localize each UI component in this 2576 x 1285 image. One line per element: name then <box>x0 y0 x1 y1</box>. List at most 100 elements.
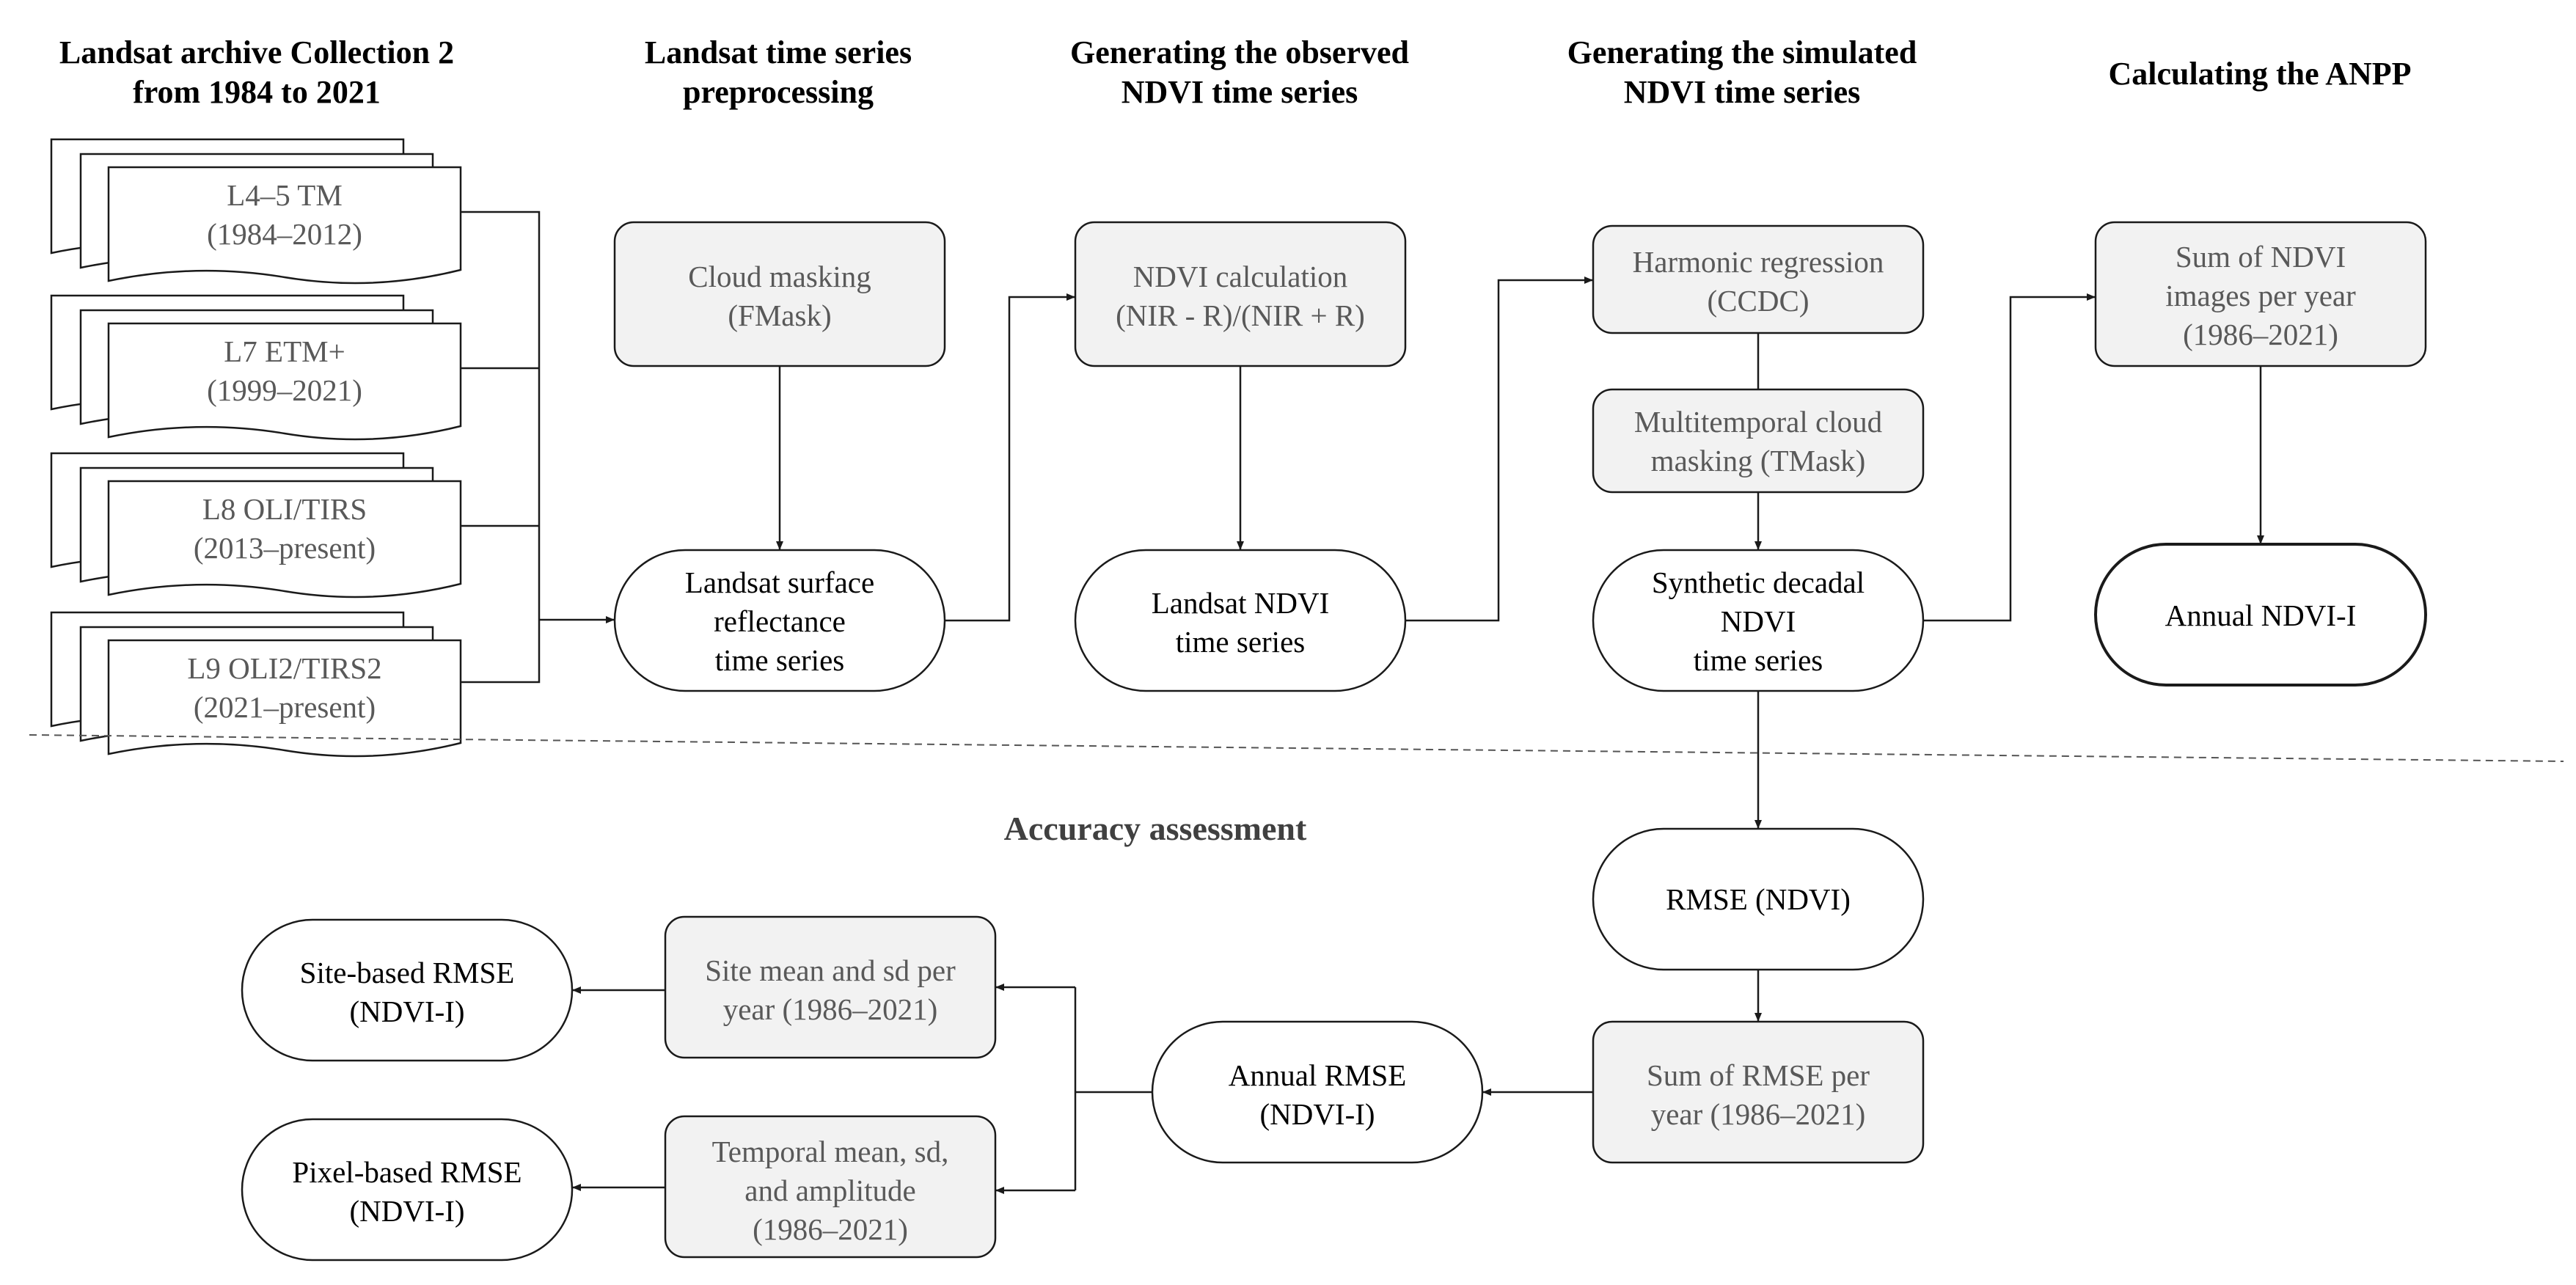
process-sum-rmse: Sum of RMSE per year (1986–2021) <box>1592 1020 1925 1164</box>
text-line: NDVI time series <box>1121 74 1358 110</box>
sensor-l45-tm: L4–5 TM (1984–2012) <box>50 138 462 285</box>
process-cloud-masking: Cloud masking (FMask) <box>613 221 946 367</box>
output-site-based-rmse: Site-based RMSE(NDVI-I) <box>241 918 574 1062</box>
sensor-l9-oli2-label: L9 OLI2/TIRS2 (2021–present) <box>187 651 381 724</box>
header-preprocessing: Landsat time series preprocessing <box>645 34 912 110</box>
text-line: L4–5 TM <box>227 178 343 212</box>
text-line: reflectance <box>714 604 846 638</box>
text-line: year (1986–2021) <box>1651 1097 1866 1131</box>
text-line: year (1986–2021) <box>723 992 938 1026</box>
output-pixel-based-rmse: Pixel-based RMSE (NDVI-I) <box>241 1118 574 1262</box>
output-annual-ndvi-i: Annual NDVI-I <box>2094 543 2427 687</box>
text-line: Sum of RMSE per <box>1647 1058 1870 1092</box>
sensor-connectors <box>461 210 615 684</box>
text-line: time series <box>1694 643 1823 677</box>
process-ndvi-calculation-label: NDVI calculation (NIR - R)/(NIR + R) <box>1116 260 1365 332</box>
text-line: masking (TMask) <box>1651 444 1866 477</box>
text-line: NDVI <box>1721 604 1796 638</box>
text-line: (NDVI-I) <box>1259 1097 1375 1131</box>
text-line: Generating the observed <box>1070 34 1409 70</box>
output-ndvi-time-series: Landsat NDVI time series <box>1074 549 1407 692</box>
text-line: Harmonic regression <box>1633 245 1884 279</box>
text-line: time series <box>715 643 844 677</box>
output-annual-ndvi-i-label: Annual NDVI-I <box>2165 598 2357 632</box>
process-harmonic-regression-label: Harmonic regression (CCDC) <box>1633 245 1884 318</box>
accuracy-assessment-title: Accuracy assessment <box>1004 810 1307 847</box>
flow-connectors-bottom <box>572 970 1762 1194</box>
process-sum-rmse-label: Sum of RMSE per year (1986–2021) <box>1647 1058 1870 1131</box>
text-line: Temporal mean, sd, <box>712 1135 949 1168</box>
text-line: (2013–present) <box>194 531 376 565</box>
sensor-l8-oli: L8 OLI/TIRS (2013–present) <box>50 452 462 598</box>
text-line: (1986–2021) <box>2183 318 2338 351</box>
text-line: RMSE (NDVI) <box>1666 882 1851 916</box>
process-temporal-mean-label: Temporal mean, sd, and amplitude (1986–202… <box>712 1135 949 1246</box>
text-line: NDVI calculation <box>1133 260 1348 293</box>
text-line: from 1984 to 2021 <box>133 74 381 110</box>
text-line: (NDVI-I) <box>349 995 464 1028</box>
process-harmonic-regression: Harmonic regression (CCDC) <box>1592 224 1925 334</box>
text-line: Landsat surface <box>685 565 874 599</box>
text-line: Annual RMSE <box>1229 1058 1407 1092</box>
process-site-mean: Site mean and sd per year (1986–2021) <box>664 915 997 1059</box>
text-line: (1984–2012) <box>207 217 362 251</box>
text-line: Cloud masking <box>688 260 871 293</box>
process-ndvi-calculation: NDVI calculation (NIR - R)/(NIR + R) <box>1074 221 1407 367</box>
text-line: (NIR - R)/(NIR + R) <box>1116 299 1365 332</box>
section-divider <box>29 734 2564 762</box>
text-line: (NDVI-I) <box>349 1194 464 1228</box>
text-line: (2021–present) <box>194 690 376 724</box>
text-line: Landsat archive Collection 2 <box>59 34 454 70</box>
text-line: L9 OLI2/TIRS2 <box>187 651 381 685</box>
header-landsat-archive: Landsat archive Collection 2 from 1984 to… <box>59 34 454 110</box>
text-line: Calculating the ANPP <box>2108 56 2411 92</box>
text-line: Pixel-based RMSE <box>292 1155 522 1189</box>
text-line: images per year <box>2165 279 2356 312</box>
text-line: Annual NDVI-I <box>2165 598 2357 632</box>
output-rmse-ndvi: RMSE (NDVI) <box>1592 827 1925 971</box>
sensor-l7-etm-label: L7 ETM+ (1999–2021) <box>207 334 362 407</box>
sensor-l7-etm: L7 ETM+ (1999–2021) <box>50 294 462 441</box>
output-annual-rmse-label: Annual RMSE (NDVI-I) <box>1229 1058 1407 1131</box>
text-line: Landsat time series <box>645 34 912 70</box>
output-ndvi-time-series-label: Landsat NDVI time series <box>1152 586 1330 659</box>
process-tmask-label: Multitemporal cloud masking (TMask) <box>1634 405 1882 477</box>
text-line: and amplitude <box>744 1174 915 1207</box>
sensor-l9-oli2: L9 OLI2/TIRS2 (2021–present) <box>50 611 462 758</box>
text-line: (1986–2021) <box>753 1212 908 1246</box>
flow-connectors-top <box>776 277 2264 829</box>
text-line: (1999–2021) <box>207 373 362 407</box>
text-line: Generating the simulated <box>1567 34 1917 70</box>
process-temporal-mean: Temporal mean, sd, and amplitude (1986–202… <box>664 1115 997 1259</box>
text-line: NDVI time series <box>1624 74 1861 110</box>
text-line: Multitemporal cloud <box>1634 405 1882 439</box>
text-line: L8 OLI/TIRS <box>202 492 367 526</box>
process-sum-ndvi: Sum of NDVI images per year (1986–2021) <box>2094 221 2427 367</box>
process-site-mean-label: Site mean and sd per year (1986–2021) <box>705 953 956 1026</box>
text-line: Synthetic decadal <box>1652 565 1865 599</box>
output-annual-rmse: Annual RMSE (NDVI-I) <box>1151 1020 1484 1164</box>
process-cloud-masking-label: Cloud masking (FMask) <box>688 260 871 332</box>
process-tmask: Multitemporal cloud masking (TMask) <box>1592 388 1925 494</box>
sensor-l8-oli-label: L8 OLI/TIRS (2013–present) <box>194 492 376 565</box>
text-line: Sum of NDVI <box>2176 240 2346 274</box>
output-surface-reflectance-label: Landsat surface reflectance time series <box>685 565 874 677</box>
output-pixel-based-rmse-label: Pixel-based RMSE (NDVI-I) <box>292 1155 522 1228</box>
text-line: Site mean and sd per <box>705 953 956 987</box>
output-rmse-ndvi-label: RMSE (NDVI) <box>1666 882 1851 916</box>
text-line: L7 ETM+ <box>224 334 345 368</box>
header-anpp: Calculating the ANPP <box>2108 56 2411 92</box>
process-sum-ndvi-label: Sum of NDVI images per year (1986–2021) <box>2165 240 2356 351</box>
output-site-based-rmse-label: Site-based RMSE(NDVI-I) <box>300 956 515 1028</box>
text-line: time series <box>1176 625 1305 659</box>
text-line: preprocessing <box>683 74 874 110</box>
text-line: (CCDC) <box>1708 284 1810 318</box>
output-surface-reflectance: Landsat surface reflectance time series <box>613 549 946 692</box>
text-line: Landsat NDVI <box>1152 586 1330 620</box>
sensor-l45-tm-label: L4–5 TM (1984–2012) <box>207 178 362 251</box>
text-line: (FMask) <box>728 299 831 332</box>
